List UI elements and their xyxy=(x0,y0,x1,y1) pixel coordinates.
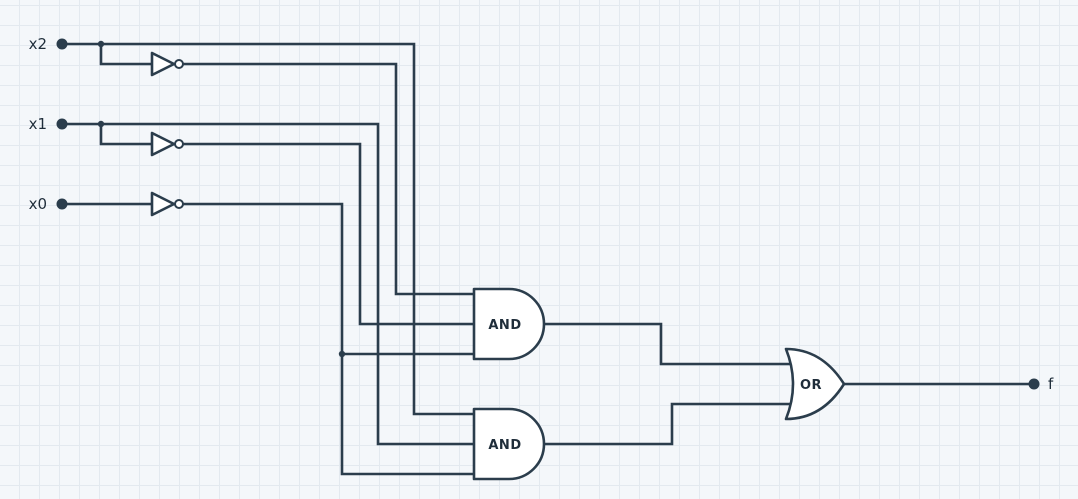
and-gate-bottom-label: AND xyxy=(488,438,521,453)
or-gate[interactable]: OR xyxy=(784,347,846,421)
not-gate-x2[interactable] xyxy=(150,51,184,77)
wire-x2[interactable] xyxy=(60,42,476,416)
input-pin-x0[interactable] xyxy=(56,198,68,210)
not-gate-x1[interactable] xyxy=(150,131,184,157)
wire-x1-branch[interactable] xyxy=(99,122,154,146)
wire-not-x0[interactable] xyxy=(182,202,476,476)
junctions xyxy=(97,40,346,358)
input-label-x1: x1 xyxy=(29,115,47,133)
junction-x2 xyxy=(97,40,105,48)
wire-not-x2[interactable] xyxy=(182,62,476,296)
junction-x1 xyxy=(97,120,105,128)
wire-x2-branch[interactable] xyxy=(99,42,154,66)
wires xyxy=(60,42,1036,476)
output-pin-f[interactable] xyxy=(1028,378,1040,390)
output-label-f: f xyxy=(1048,375,1054,393)
and-gate-bottom[interactable]: AND xyxy=(472,407,546,481)
or-gate-label: OR xyxy=(800,378,822,393)
wire-and-top-out[interactable] xyxy=(542,322,794,366)
input-pin-x1[interactable] xyxy=(56,118,68,130)
input-pin-x2[interactable] xyxy=(56,38,68,50)
input-label-x2: x2 xyxy=(29,35,47,53)
and-gate-top[interactable]: AND xyxy=(472,287,546,361)
and-gate-top-label: AND xyxy=(488,318,521,333)
wire-and-bottom-out[interactable] xyxy=(542,402,794,446)
wire-not-x1[interactable] xyxy=(182,142,476,326)
junction-not-x0 xyxy=(338,350,346,358)
input-label-x0: x0 xyxy=(29,195,47,213)
wire-x1[interactable] xyxy=(60,122,476,446)
not-gate-x0[interactable] xyxy=(150,191,184,217)
